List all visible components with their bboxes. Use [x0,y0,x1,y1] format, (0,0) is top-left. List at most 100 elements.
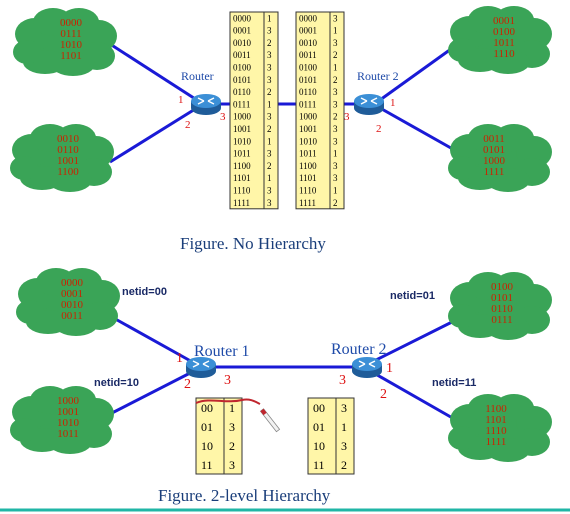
port-label: 2 [376,123,382,135]
link-cloud-10-router1 [109,368,197,416]
cloud-fig1-a: 0000 0111 1010 1101 [13,8,117,76]
cloud-line: 0000 [60,17,83,29]
table-cell-port: 3 [267,186,272,196]
table-cell-destination: 1101 [299,173,317,183]
red-scribble-annotation [195,398,261,405]
cloud-netid-00: 0000 0001 0010 0011 [16,268,120,336]
netid-label: netid=01 [390,290,435,302]
cloud-line: 0100 [491,281,514,293]
table-cell-port: 1 [229,401,235,415]
router1-label-fig2: Router 1 [194,343,250,360]
cloud-line: 0101 [491,292,513,304]
cloud-line: 1111 [484,166,505,178]
cloud-line: 0010 [57,133,80,145]
table-cell-destination: 0100 [233,63,252,73]
links-fig1 [109,42,459,164]
table-cell-port: 2 [267,87,272,97]
table-cell-destination: 1110 [233,186,251,196]
cloud-line: 1101 [485,414,507,426]
router-icon [191,94,221,115]
table-cell-port: 2 [333,75,338,85]
cloud-fig1-d: 0011 0101 1000 1111 [448,124,552,192]
table-cell-destination: 1011 [299,149,317,159]
cloud-fig1-c: 0001 0100 1011 1110 [448,6,552,74]
table-cell-port: 3 [267,149,272,159]
port-label: 2 [184,377,191,392]
table-cell-destination: 1000 [299,112,318,122]
cloud-line: 1010 [57,417,80,429]
table-cell-destination: 0010 [299,38,318,48]
cloud-netid-01: 0100 0101 0110 0111 [448,272,552,340]
cloud-line: 0011 [61,310,83,322]
netid-label: netid=11 [432,377,476,389]
table-cell-destination: 0111 [299,99,316,109]
table-cell-destination: 0000 [233,13,252,23]
table-cell-port: 3 [333,99,338,109]
table-cell-port: 3 [267,112,272,122]
table-cell-destination: 1010 [233,136,252,146]
router-icon [352,357,382,378]
cloud-netid-11: 1100 1101 1110 1111 [448,394,552,462]
table-cell-destination: 1010 [299,136,318,146]
cloud-line: 1110 [493,48,515,60]
cloud-line: 1011 [493,37,515,49]
cloud-line: 0111 [491,314,512,326]
table-cell-port: 3 [267,63,272,73]
table-cell-port: 1 [333,186,338,196]
table-cell-port: 3 [341,439,347,453]
cloud-line: 0011 [483,133,505,145]
table-background [307,397,355,475]
router1-label-fig1: Router [181,69,214,83]
cloud-line: 1111 [486,436,507,448]
port-label: 2 [185,119,191,131]
cloud-line: 0100 [493,26,516,38]
table-cell-destination: 11 [201,458,213,472]
router-icon [186,357,216,378]
table-cell-port: 1 [333,63,338,73]
table-cell-destination: 1110 [299,186,317,196]
table-cell-port: 3 [229,420,235,434]
table-background [195,397,243,475]
table-cell-destination: 1100 [299,161,317,171]
table-cell-port: 3 [333,38,338,48]
cloud-line: 0001 [61,288,83,300]
table-cell-destination: 1111 [233,198,250,208]
port-label: 1 [390,97,396,109]
table-cell-destination: 0011 [299,50,317,60]
cloud-line: 1011 [57,428,79,440]
caption-no-hierarchy: Figure. No Hierarchy [180,234,326,253]
table-cell-port: 1 [333,149,338,159]
cloud-line: 1000 [57,395,80,407]
table-cell-destination: 10 [313,439,325,453]
cloud-line: 1110 [485,425,507,437]
link-router2-cloud-c [379,42,459,102]
table-cell-port: 3 [333,13,338,23]
router-icon [354,94,384,115]
table-cell-destination: 0110 [233,87,251,97]
link-cloud-b-router [109,104,201,164]
table-cell-destination: 01 [201,420,213,434]
table-cell-port: 2 [333,198,338,208]
table-cell-destination: 0010 [233,38,252,48]
port-label: 2 [380,387,387,402]
port-label: 3 [220,111,226,123]
cloud-line: 0010 [61,299,84,311]
table-cell-destination: 0100 [299,63,318,73]
cloud-line: 1010 [60,39,83,51]
table-cell-port: 3 [267,26,272,36]
table-cell-destination: 00 [313,401,325,415]
table-cell-port: 2 [267,124,272,134]
cloud-fig1-b: 0010 0110 1001 1100 [10,124,114,192]
table-cell-destination: 1011 [233,149,251,159]
cloud-line: 0111 [60,28,81,40]
table-cell-destination: 0110 [299,87,317,97]
table-cell-port: 2 [267,161,272,171]
caption-2-level-hierarchy: Figure. 2-level Hierarchy [158,486,331,505]
table-cell-port: 2 [341,458,347,472]
table-cell-destination: 1001 [299,124,317,134]
table-cell-destination: 1001 [233,124,251,134]
